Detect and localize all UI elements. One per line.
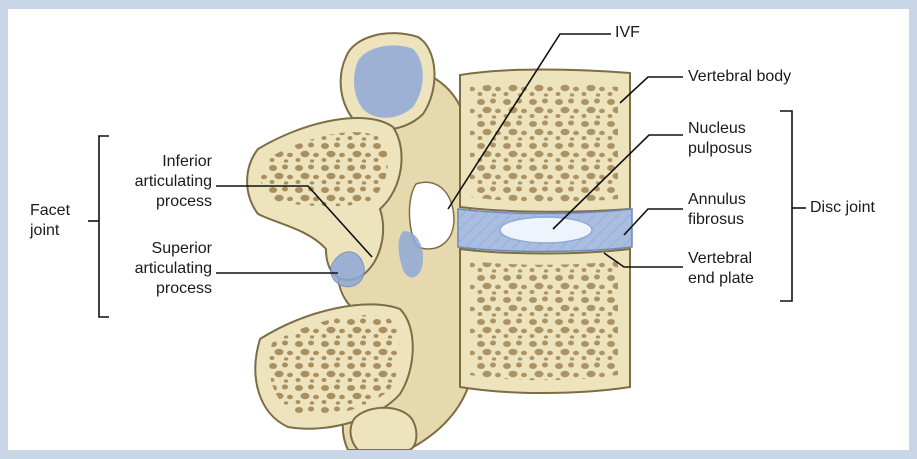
annulus-leader — [624, 209, 683, 235]
label-facet-joint: Facet joint — [30, 201, 70, 241]
label-annulus-line-2: fibrosus — [688, 210, 746, 230]
label-ivf-text: IVF — [615, 23, 640, 43]
label-inferior-line-1: Inferior — [116, 152, 212, 172]
label-ivf: IVF — [615, 23, 640, 43]
label-end-plate-line-2: end plate — [688, 269, 754, 289]
label-end-plate-line-1: Vertebral — [688, 249, 754, 269]
bottom-knob — [351, 408, 417, 450]
upper-vertebral-body — [460, 70, 630, 212]
label-superior-line-3: process — [116, 279, 212, 299]
facet-bracket — [99, 136, 109, 317]
label-superior-line-2: articulating — [116, 259, 212, 279]
label-inferior-line-2: articulating — [116, 172, 212, 192]
label-facet-line-1: Facet — [30, 201, 70, 221]
label-superior-line-1: Superior — [116, 239, 212, 259]
label-inferior-articulating-process: Inferior articulating process — [116, 152, 212, 212]
label-vertebral-body: Vertebral body — [688, 67, 791, 87]
label-facet-line-2: joint — [30, 221, 70, 241]
figure-frame: IVF Vertebral body Nucleus pulposus Annu… — [8, 9, 909, 450]
inferior-articulating-process-shape — [247, 118, 401, 280]
disc-bracket — [780, 111, 792, 301]
label-annulus-fibrosus: Annulus fibrosus — [688, 190, 746, 230]
label-nucleus-pulposus: Nucleus pulposus — [688, 119, 752, 159]
label-annulus-line-1: Annulus — [688, 190, 746, 210]
label-vertebral-end-plate: Vertebral end plate — [688, 249, 754, 289]
upper-process — [341, 33, 435, 130]
label-disc-joint: Disc joint — [810, 198, 875, 218]
label-superior-articulating-process: Superior articulating process — [116, 239, 212, 299]
label-vertebral-body-text: Vertebral body — [688, 67, 791, 87]
label-disc-joint-text: Disc joint — [810, 198, 875, 218]
lower-vertebral-body — [460, 249, 630, 393]
nucleus-pulposus-shape — [500, 217, 592, 243]
label-inferior-line-3: process — [116, 192, 212, 212]
label-nucleus-line-1: Nucleus — [688, 119, 752, 139]
intervertebral-disc — [458, 209, 632, 252]
label-nucleus-line-2: pulposus — [688, 139, 752, 159]
